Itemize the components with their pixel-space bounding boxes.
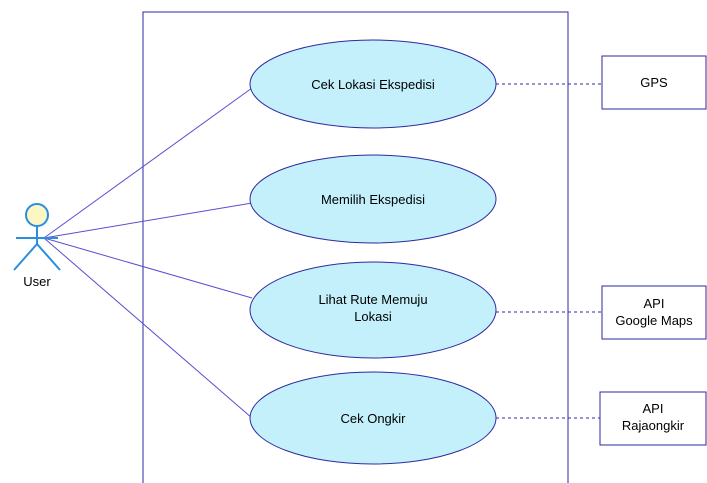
- use-case-label: Memilih Ekspedisi: [321, 192, 425, 207]
- actor-user: User: [13, 203, 61, 289]
- external-system-box[interactable]: [599, 391, 707, 446]
- association-line-4: [43, 237, 253, 419]
- use-case-ellipse[interactable]: [249, 261, 497, 359]
- use-case-ellipse[interactable]: [249, 154, 497, 244]
- use-case-ellipse[interactable]: [249, 39, 497, 129]
- use-case-lihat-rute-memuju-lokasi[interactable]: Lihat Rute Memuju Lokasi: [249, 261, 497, 359]
- external-system-label-line-1: API: [643, 401, 664, 416]
- association-lines: [43, 87, 253, 419]
- use-case-memilih-ekspedisi[interactable]: Memilih Ekspedisi: [249, 154, 497, 244]
- system-boundary: [142, 11, 569, 483]
- stick-figure-actor-icon: [13, 203, 61, 271]
- dependency-lines: [496, 83, 602, 419]
- association-line-2: [43, 202, 253, 239]
- use-case-ellipse[interactable]: [249, 371, 497, 465]
- external-system-box[interactable]: [601, 285, 707, 340]
- use-case-cek-ongkir[interactable]: Cek Ongkir: [249, 371, 497, 465]
- use-case-cek-lokasi-ekspedisi[interactable]: Cek Lokasi Ekspedisi: [249, 39, 497, 129]
- actor-label: User: [23, 274, 51, 289]
- association-line-1: [43, 87, 253, 239]
- actor-leg-right: [36, 243, 61, 271]
- external-system-label-line-2: Rajaongkir: [622, 418, 685, 433]
- external-system-api-rajaongkir[interactable]: API Rajaongkir: [599, 391, 707, 446]
- external-system-api-google-maps[interactable]: API Google Maps: [601, 285, 707, 340]
- external-system-label-line-1: API: [644, 296, 665, 311]
- use-case-label-line-1: Lihat Rute Memuju: [318, 292, 427, 307]
- external-system-gps[interactable]: GPS: [601, 55, 707, 110]
- external-system-box[interactable]: [601, 55, 707, 110]
- external-system-label-line-2: Google Maps: [615, 313, 693, 328]
- use-case-label: Cek Ongkir: [340, 411, 406, 426]
- actor-leg-left: [13, 243, 38, 271]
- use-case-label: Cek Lokasi Ekspedisi: [311, 77, 435, 92]
- actor-head: [25, 203, 49, 227]
- use-case-label-line-2: Lokasi: [354, 309, 392, 324]
- association-line-3: [43, 237, 253, 299]
- external-system-label: GPS: [640, 75, 668, 90]
